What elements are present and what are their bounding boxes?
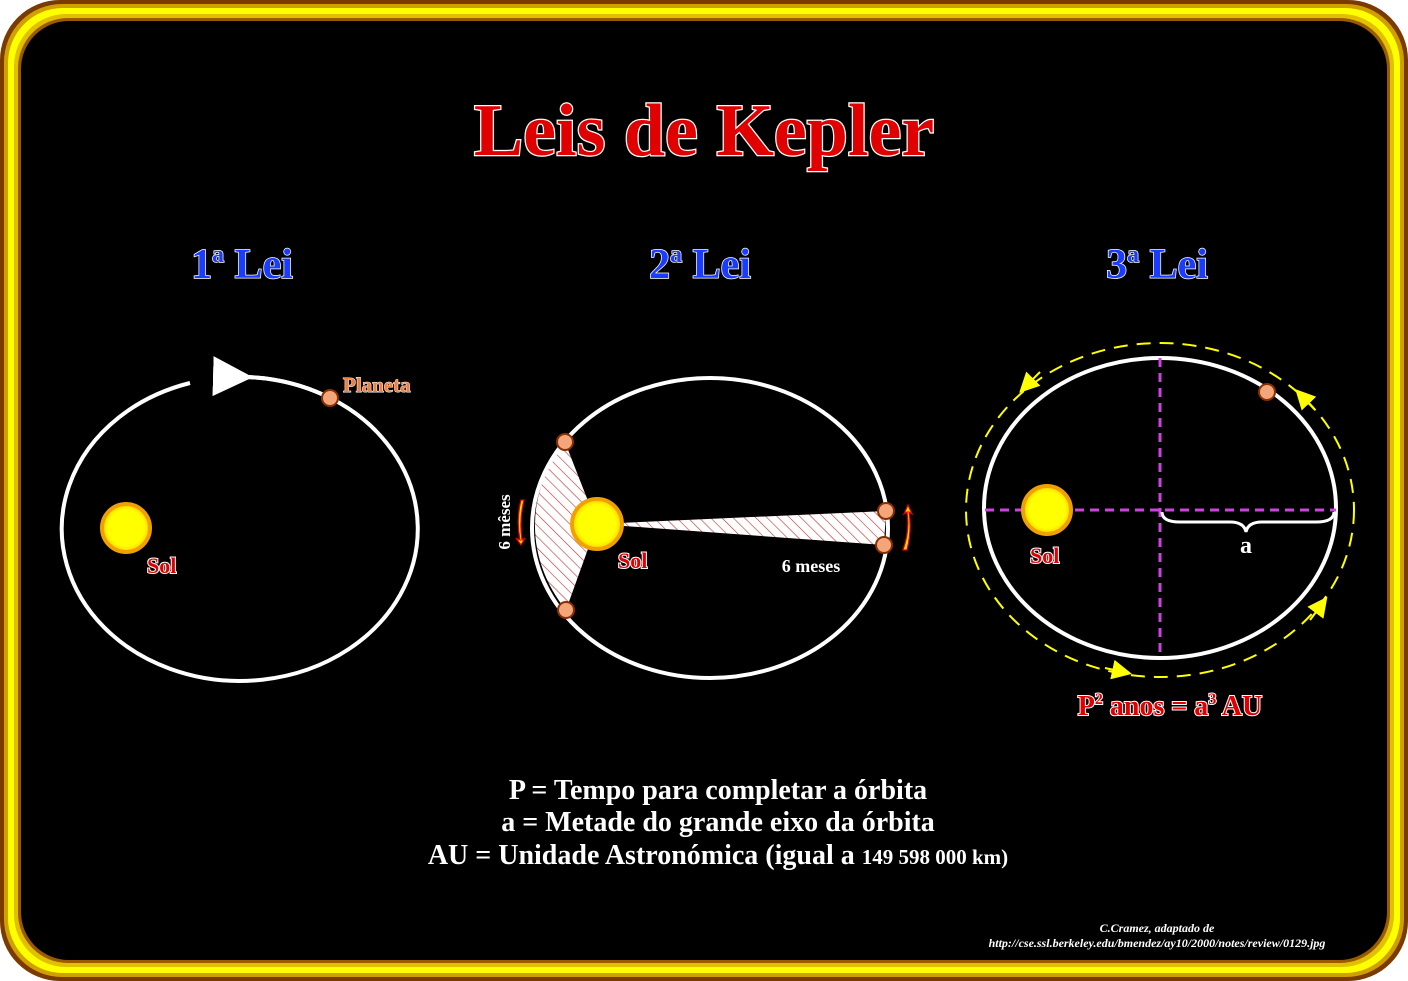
definition-au: AU = Unidade Astronómica (igual a 149 59…: [428, 840, 1008, 871]
law-heading-3: 3a Lei: [1106, 242, 1208, 288]
planet: [877, 502, 895, 520]
sun-label: Sol: [147, 553, 176, 578]
right-period-label: 6 meses: [782, 556, 840, 576]
direction-arrow: [1019, 371, 1041, 393]
period-path: [965, 342, 1355, 678]
arrow-down-icon: [515, 499, 526, 547]
planet-label: Planeta: [343, 373, 411, 397]
law-heading-1: 1a Lei: [191, 242, 293, 288]
sector-right: [597, 511, 886, 545]
definition-a: a = Metade do grande eixo da órbita: [501, 807, 935, 838]
credit-line-2: http://cse.ssl.berkeley.edu/bmendez/ay10…: [989, 936, 1326, 950]
definition-p: P = Tempo para completar a órbita: [509, 775, 927, 806]
direction-arrow: [1104, 659, 1132, 680]
planet: [875, 536, 893, 554]
planet: [321, 389, 339, 407]
sun: [100, 502, 152, 554]
page-title: Leis de Kepler: [474, 90, 934, 172]
sun-label: Sol: [618, 548, 647, 573]
law2-diagram: 6 mêses 6 meses Sol: [495, 376, 914, 680]
orbit: [59, 375, 420, 683]
left-period-label: 6 mêses: [495, 494, 514, 550]
direction-arrow: [1295, 389, 1317, 411]
kepler-formula: P2 anos = a3 AU: [1078, 691, 1262, 722]
arrow-up-icon: [902, 503, 914, 551]
law1-diagram: Planeta Sol: [59, 356, 420, 683]
semi-axis-label: a: [1240, 533, 1252, 559]
credit-line-1: C.Cramez, adaptado de: [1100, 921, 1215, 935]
sector-left: [534, 442, 597, 610]
law3-diagram: a Sol P2 anos = a3 AU: [965, 342, 1355, 723]
planet: [557, 601, 575, 619]
direction-arrow: [1307, 596, 1328, 621]
orbit: [530, 376, 890, 680]
sun: [1021, 484, 1073, 536]
planet: [1258, 383, 1276, 401]
law-heading-2: 2a Lei: [649, 242, 751, 288]
sun: [570, 497, 624, 551]
sun-label: Sol: [1030, 543, 1059, 568]
planet: [556, 433, 574, 451]
brace: [1160, 511, 1336, 533]
